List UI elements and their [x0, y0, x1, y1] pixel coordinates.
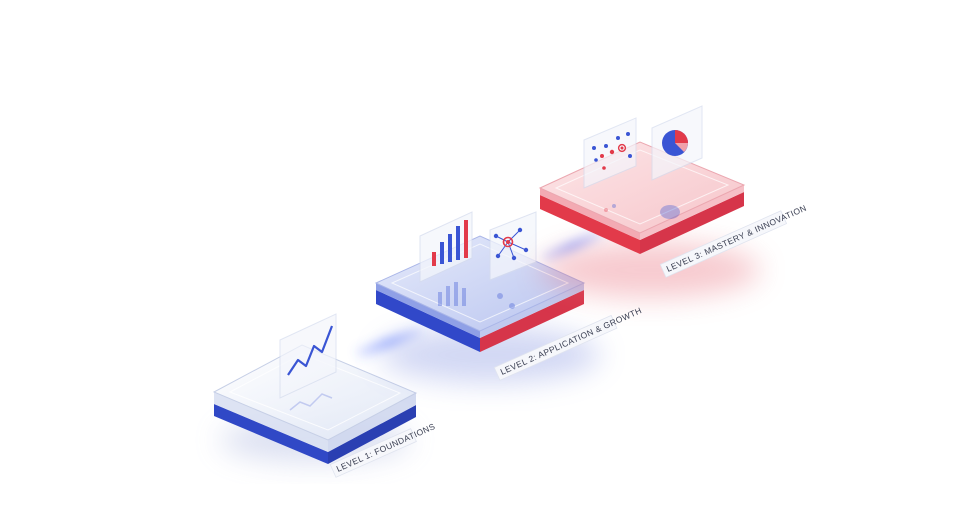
line-chart-icon	[279, 313, 337, 411]
pie-chart-icon	[651, 105, 703, 181]
level-3-platform	[538, 141, 760, 298]
scatter-plot-icon	[583, 117, 637, 189]
bar-chart-icon	[419, 211, 473, 283]
network-icon	[489, 211, 537, 281]
connector-beams	[355, 228, 604, 360]
level-1-platform	[212, 344, 418, 464]
